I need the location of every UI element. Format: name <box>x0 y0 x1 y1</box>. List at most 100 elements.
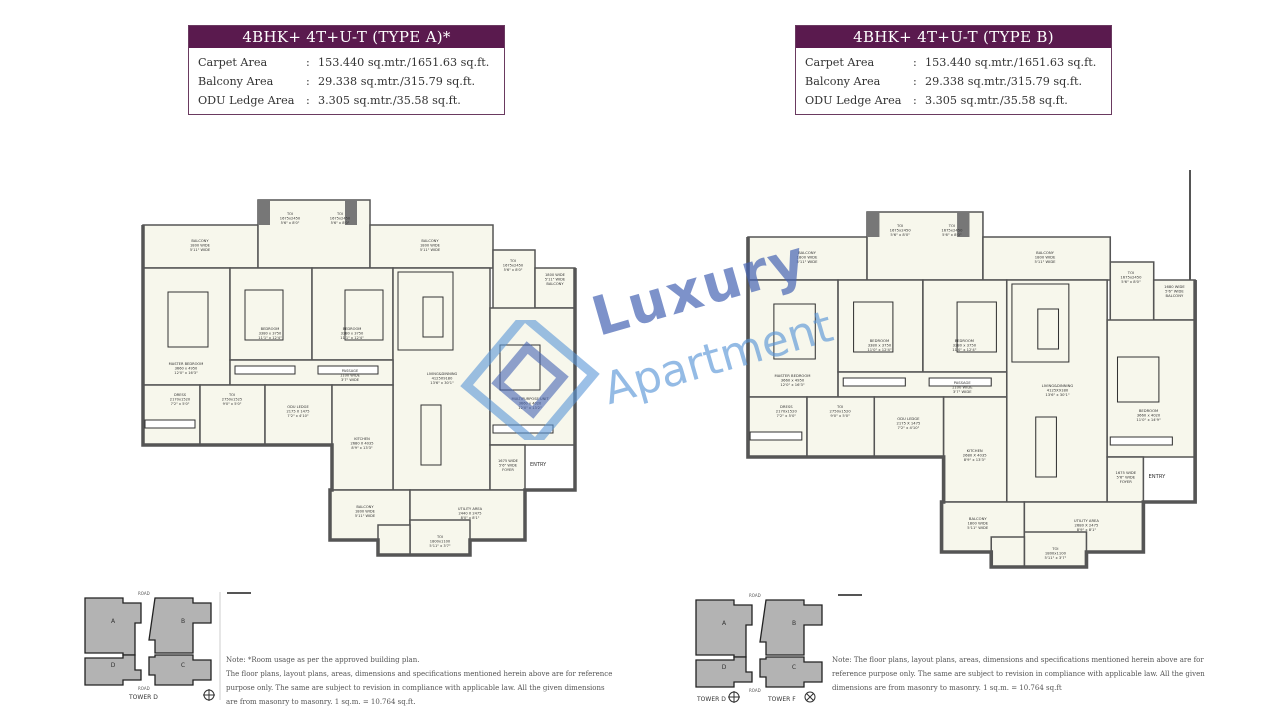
spec-value: 153.440 sq.mtr./1651.63 sq.ft. <box>925 56 1097 69</box>
block-label: B <box>792 620 796 627</box>
spec-label: Balcony Area <box>805 75 881 88</box>
room-label-line: KITCHEN <box>967 449 983 453</box>
room-label-line: FOYER <box>502 468 514 472</box>
tower-label: TOWER D <box>128 694 158 701</box>
wardrobe-icon <box>928 377 992 387</box>
room-label-line: 1675 WIDE <box>1115 471 1136 475</box>
room-label-line: 8'0" x 8'1" <box>461 516 480 520</box>
bed-icon <box>956 301 997 353</box>
room-label-line: 8'9" x 13'3" <box>351 446 372 450</box>
room-label-line: 7'2" x 4'10" <box>287 414 308 418</box>
spec-value: 153.440 sq.mtr./1651.63 sq.ft. <box>318 56 490 69</box>
dining-table-icon <box>1035 416 1057 478</box>
spec-value: 29.338 sq.mtr./315.79 sq.ft. <box>925 75 1083 88</box>
unit-a-spec-box: 4BHK+ 4T+U-T (TYPE A)* Carpet Area:153.4… <box>188 25 505 115</box>
room-label-line: TOI <box>836 405 843 409</box>
room-label-line: PASSAGE <box>954 381 972 385</box>
title-mark <box>227 592 251 594</box>
room-label-line: UTILITY AREA <box>1074 519 1100 523</box>
room-label-line: 1100 WIDE <box>340 373 361 377</box>
spec-label: Carpet Area <box>805 56 875 69</box>
room-label-line: 5'11" WIDE <box>545 277 566 281</box>
room-label-line: BEDROOM <box>870 339 889 343</box>
room-label-line: 1800 WIDE <box>1035 255 1056 259</box>
room-label-line: MULTIPURPOSE UNIT <box>511 397 549 401</box>
room-outline <box>311 267 394 361</box>
spec-label: Carpet Area <box>198 56 268 69</box>
wardrobe-icon <box>749 431 803 441</box>
coffee-table-icon <box>1037 308 1060 350</box>
block-label: B <box>181 618 185 625</box>
room-label-line: 1800x1100 <box>1045 551 1067 555</box>
room-label-line: 5'6" x 8'0" <box>331 221 350 225</box>
bed-icon <box>344 289 384 341</box>
spec-label: ODU Ledge Area <box>805 94 902 107</box>
compass-cross <box>806 693 814 701</box>
room-label-line: 1675x2450 <box>890 228 912 232</box>
room-label-line: 11'1" x 12'4" <box>340 336 364 340</box>
tower-block <box>695 656 753 688</box>
room-label-line: BEDROOM <box>955 339 974 343</box>
compass-icon <box>804 691 816 703</box>
tower-block <box>759 599 823 656</box>
bed-icon <box>499 344 541 391</box>
sofa-icon <box>1011 283 1070 363</box>
room-label-line: 5'11" WIDE <box>1035 260 1057 264</box>
room-label-line: 1800 WIDE <box>420 243 441 247</box>
note-line: Note: *Room usage as per the approved bu… <box>226 656 420 664</box>
room-label-line: 5'6" x 8'0" <box>281 221 300 225</box>
tower-block <box>84 654 142 686</box>
unit-b-spec-box: 4BHK+ 4T+U-T (TYPE B) Carpet Area:153.44… <box>795 25 1112 115</box>
room-outline <box>806 396 876 458</box>
shaft <box>258 200 270 225</box>
room-label-line: 3660 x 4020 <box>1137 413 1161 417</box>
room-label-line: 11'0" x 12'4" <box>867 348 892 352</box>
room-label-line: 1675x2450 <box>941 228 963 232</box>
wardrobe-icon <box>317 365 379 375</box>
road-label: ROAD <box>749 688 761 693</box>
room-label-line: 11'0" x 14'9" <box>1136 418 1161 422</box>
tower-block <box>759 656 823 688</box>
room-label-line: MASTER BEDROOM <box>775 374 811 378</box>
room-label-line: 5'11" WIDE <box>355 514 376 518</box>
note-type-a: Note: *Room usage as per the approved bu… <box>226 653 616 709</box>
room-label-line: BALCONY <box>798 251 817 255</box>
entry-label: ENTRY <box>1149 474 1167 480</box>
room-label-line: 1680 WIDE <box>1164 285 1185 289</box>
spec-row: Balcony Area:29.338 sq.mtr./315.79 sq.ft… <box>805 72 1102 91</box>
room-label-line: 5'6" WIDE <box>499 463 518 467</box>
spec-label: ODU Ledge Area <box>198 94 295 107</box>
block-label: C <box>792 664 796 671</box>
block-label: A <box>111 618 116 625</box>
note-type-b: Note: The floor plans, layout plans, are… <box>832 653 1222 695</box>
outer-wall <box>141 225 577 557</box>
room-label-line: 12'0" x 16'3" <box>174 371 198 375</box>
room-label-line: BALCONY <box>969 517 988 521</box>
spec-row: Balcony Area:29.338 sq.mtr./315.79 sq.ft… <box>198 72 495 91</box>
room-label-line: 2680 X 2475 <box>1075 523 1099 527</box>
room-label-line: 2750x1525 <box>222 397 242 401</box>
wardrobe-icon <box>144 419 196 429</box>
watermark-logo-icon <box>460 320 600 440</box>
road-label: ROAD <box>138 686 150 691</box>
room-label-line: 1800 WIDE <box>190 243 211 247</box>
entry-label: ENTRY <box>530 462 547 468</box>
